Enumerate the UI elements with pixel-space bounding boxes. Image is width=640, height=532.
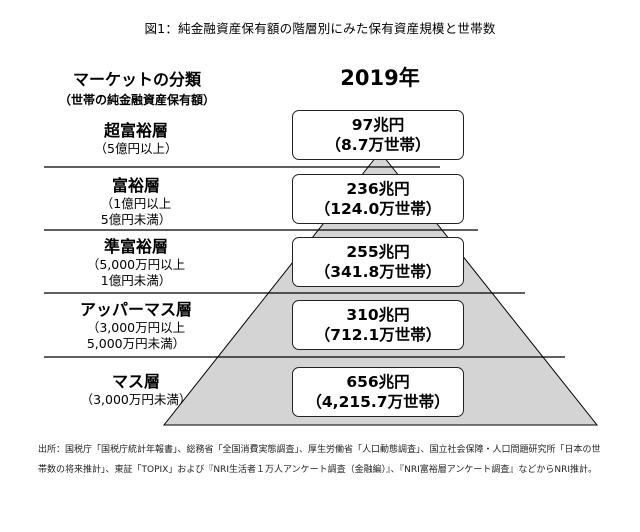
tier-range: （5億円以上） [94, 141, 178, 156]
asset-amount: 310兆円 [346, 306, 410, 324]
value-box-ultra-wealthy: 97兆円 （8.7万世帯） [292, 110, 464, 160]
tier-name: マス層 [111, 372, 160, 391]
tier-label-ultra-wealthy: 超富裕層 （5億円以上） [56, 121, 216, 157]
household-count: （8.7万世帯） [325, 136, 431, 154]
tier-range: （1億円以上 5億円未満） [100, 196, 172, 227]
tier-label-wealthy: 富裕層 （1億円以上 5億円未満） [56, 176, 216, 228]
household-count: （4,215.7万世帯） [306, 393, 450, 411]
tier-range: （3,000万円未満） [80, 392, 192, 407]
tier-range: （5,000万円以上 1億円未満） [86, 257, 186, 288]
source-note: 出所：国税庁「国税庁統計年報書」、総務省「全国消費実態調査」、厚生労働省「人口動… [38, 445, 601, 475]
household-count: （712.1万世帯） [314, 326, 442, 344]
value-box-semi-wealthy: 255兆円 （341.8万世帯） [292, 237, 464, 287]
asset-amount: 656兆円 [346, 373, 410, 391]
value-box-upper-mass: 310兆円 （712.1万世帯） [292, 300, 464, 350]
year-header: 2019年 [340, 66, 420, 90]
value-box-mass: 656兆円 （4,215.7万世帯） [292, 367, 464, 417]
tier-name: 準富裕層 [103, 237, 168, 256]
tier-label-upper-mass: アッパーマス層 （3,000万円以上 5,000万円未満） [56, 300, 216, 352]
category-subtitle: （世帯の純金融資産保有額） [58, 93, 215, 107]
asset-amount: 97兆円 [351, 116, 405, 134]
tier-name: アッパーマス層 [79, 300, 192, 319]
household-count: （124.0万世帯） [314, 200, 442, 218]
tier-label-semi-wealthy: 準富裕層 （5,000万円以上 1億円未満） [56, 237, 216, 289]
asset-amount: 255兆円 [346, 243, 410, 261]
category-title: マーケットの分類 [72, 70, 201, 89]
tier-name: 富裕層 [111, 176, 160, 195]
figure-title: 図1：純金融資産保有額の階層別にみた保有資産規模と世帯数 [144, 21, 496, 36]
tier-range: （3,000万円以上 5,000万円未満） [86, 320, 186, 351]
tier-name: 超富裕層 [103, 121, 168, 140]
household-count: （341.8万世帯） [314, 263, 442, 281]
tier-label-mass: マス層 （3,000万円未満） [56, 372, 216, 408]
asset-amount: 236兆円 [346, 180, 410, 198]
value-box-wealthy: 236兆円 （124.0万世帯） [292, 174, 464, 224]
